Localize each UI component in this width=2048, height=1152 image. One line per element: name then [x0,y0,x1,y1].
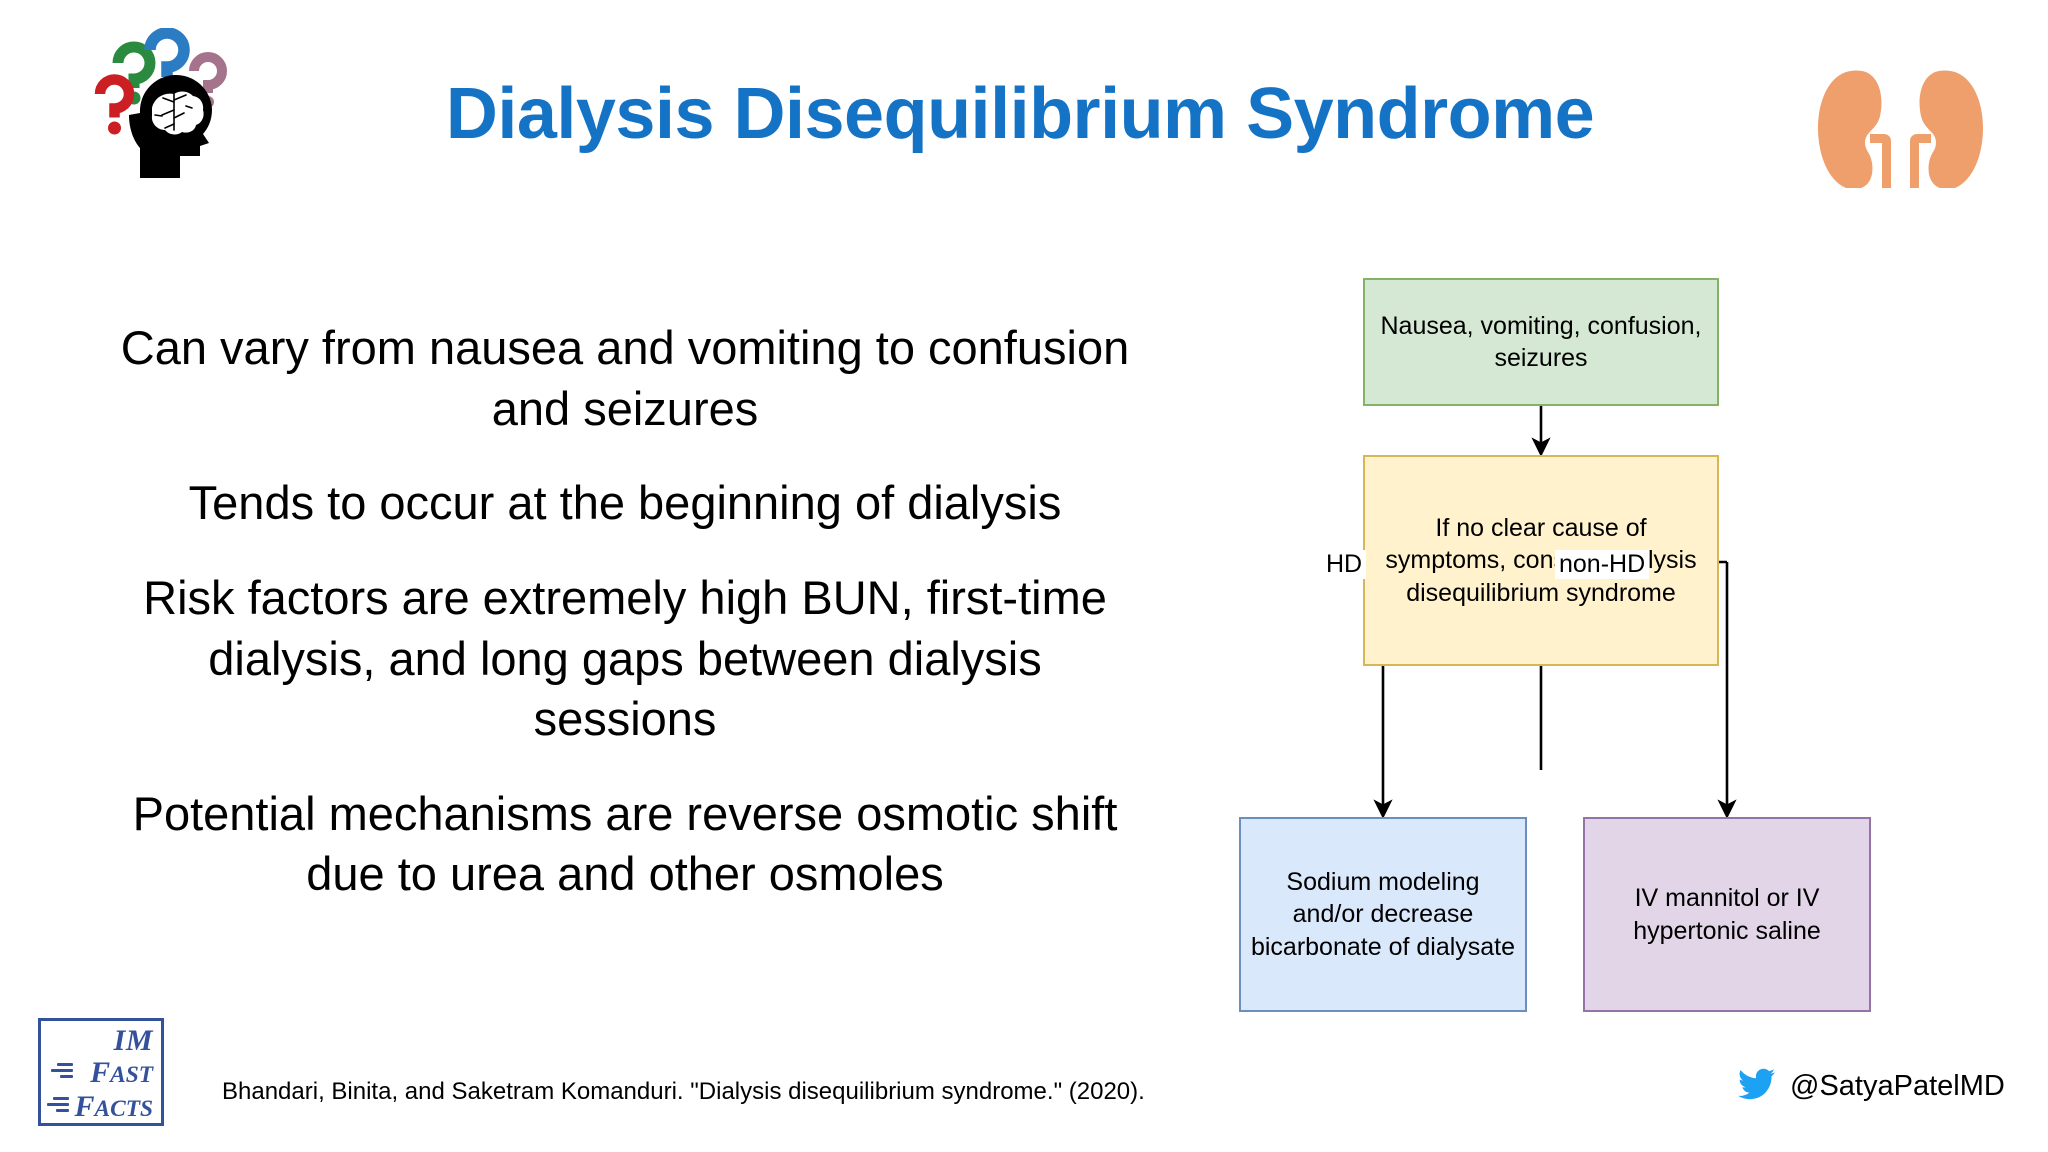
management-flowchart: Nausea, vomiting, confusion, seizures If… [1180,255,1940,1045]
logo-facts-rest: ACTS [94,1096,154,1122]
flowchart-node-symptoms: Nausea, vomiting, confusion, seizures [1363,278,1719,406]
head-silhouette [129,74,212,178]
logo-line-facts: FACTS [41,1092,161,1122]
key-point-3: Risk factors are extremely high BUN, fir… [143,570,1107,746]
brain-icon [151,91,204,135]
logo-fast-cap: F [90,1056,111,1089]
twitter-credit: @SatyaPatelMD [1738,1068,2005,1105]
speed-lines-icon-fast [51,1063,73,1083]
twitter-handle: @SatyaPatelMD [1790,1070,2005,1102]
flowchart-edge-label-hd: HD [1322,550,1367,579]
logo-line-fast: FAST [41,1058,161,1088]
key-point-1: Can vary from nausea and vomiting to con… [120,321,1130,435]
flowchart-edge-label-non-hd: non-HD [1555,550,1650,579]
flowchart-node-hd-treatment: Sodium modeling and/or decrease bicarbon… [1239,817,1527,1012]
page-title: Dialysis Disequilibrium Syndrome [445,74,1595,154]
key-points-list: Can vary from nausea and vomiting to con… [80,318,1170,905]
logo-fast-rest: AST [110,1062,153,1088]
logo-facts-cap: F [74,1090,95,1123]
brain-head-question-marks-icon [88,27,278,183]
key-point-2: Tends to occur at the beginning of dialy… [188,476,1062,530]
kidneys-icon [1808,58,1993,190]
logo-line-im: IM [113,1024,153,1057]
flowchart-node-consider-dds: If no clear cause of symptoms, consider … [1363,455,1719,666]
im-fast-facts-logo: IM FAST FACTS [38,1018,164,1126]
twitter-icon [1738,1068,1776,1105]
key-point-4: Potential mechanisms are reverse osmotic… [132,786,1118,901]
flowchart-node-nonhd-treatment: IV mannitol or IV hypertonic saline [1583,817,1871,1012]
question-mark-red [94,74,135,135]
citation: Bhandari, Binita, and Saketram Komanduri… [222,1078,1145,1105]
speed-lines-icon-facts [47,1097,69,1117]
